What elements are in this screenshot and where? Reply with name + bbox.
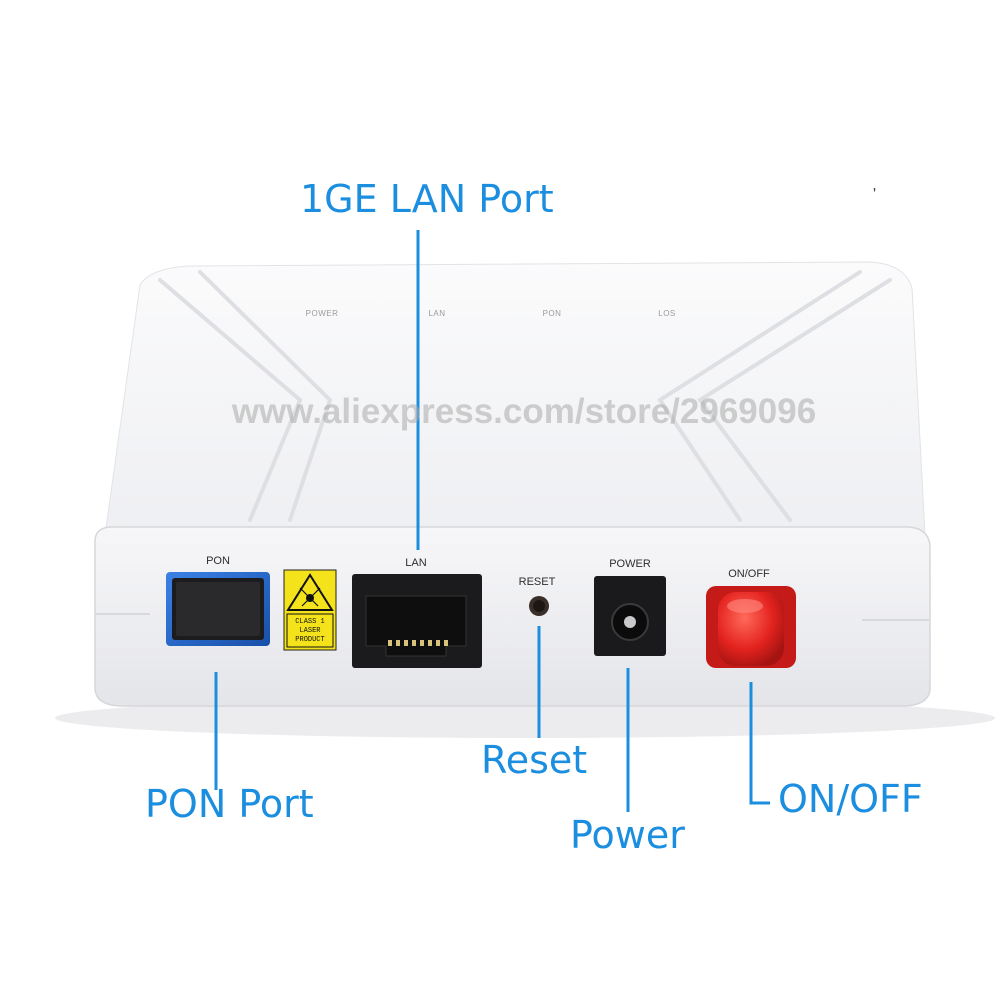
panel-label-pon: PON — [206, 555, 230, 567]
callout-lan-port: 1GE LAN Port — [300, 177, 554, 221]
led-label-los: LOS — [658, 309, 676, 318]
router-top-surface — [104, 261, 926, 536]
panel-label-lan: LAN — [405, 557, 427, 569]
led-label-power: POWER — [305, 309, 339, 318]
callout-pon-port: PON Port — [145, 782, 314, 826]
laser-line-2: LASER — [299, 627, 321, 635]
callout-lines — [214, 230, 770, 812]
on-off-button — [706, 586, 796, 668]
onoff-callout-line — [749, 682, 770, 805]
led-label-pon: PON — [542, 309, 562, 318]
callout-power: Power — [570, 813, 685, 857]
laser-warning-label: CLASS 1 LASER PRODUCT — [283, 569, 337, 651]
top-chevron-lines — [158, 270, 892, 522]
panel-label-on-off: ON/OFF — [728, 568, 770, 580]
stray-mark: ' — [873, 186, 877, 203]
panel-label-power: POWER — [609, 558, 651, 570]
led-label-lan: LAN — [428, 309, 446, 318]
reset-pinhole — [529, 596, 549, 616]
laser-line-3: PRODUCT — [295, 636, 324, 644]
callout-reset: Reset — [481, 738, 588, 782]
panel-label-reset: RESET — [518, 576, 556, 588]
floor-shadow — [55, 698, 995, 738]
callout-on-off: ON/OFF — [778, 777, 923, 821]
power-jack — [594, 576, 666, 656]
store-watermark: www.aliexpress.com/store/2969096 — [231, 392, 817, 431]
laser-line-1: CLASS 1 — [295, 618, 324, 626]
lan-port — [352, 574, 482, 668]
pon-connector — [166, 572, 270, 646]
